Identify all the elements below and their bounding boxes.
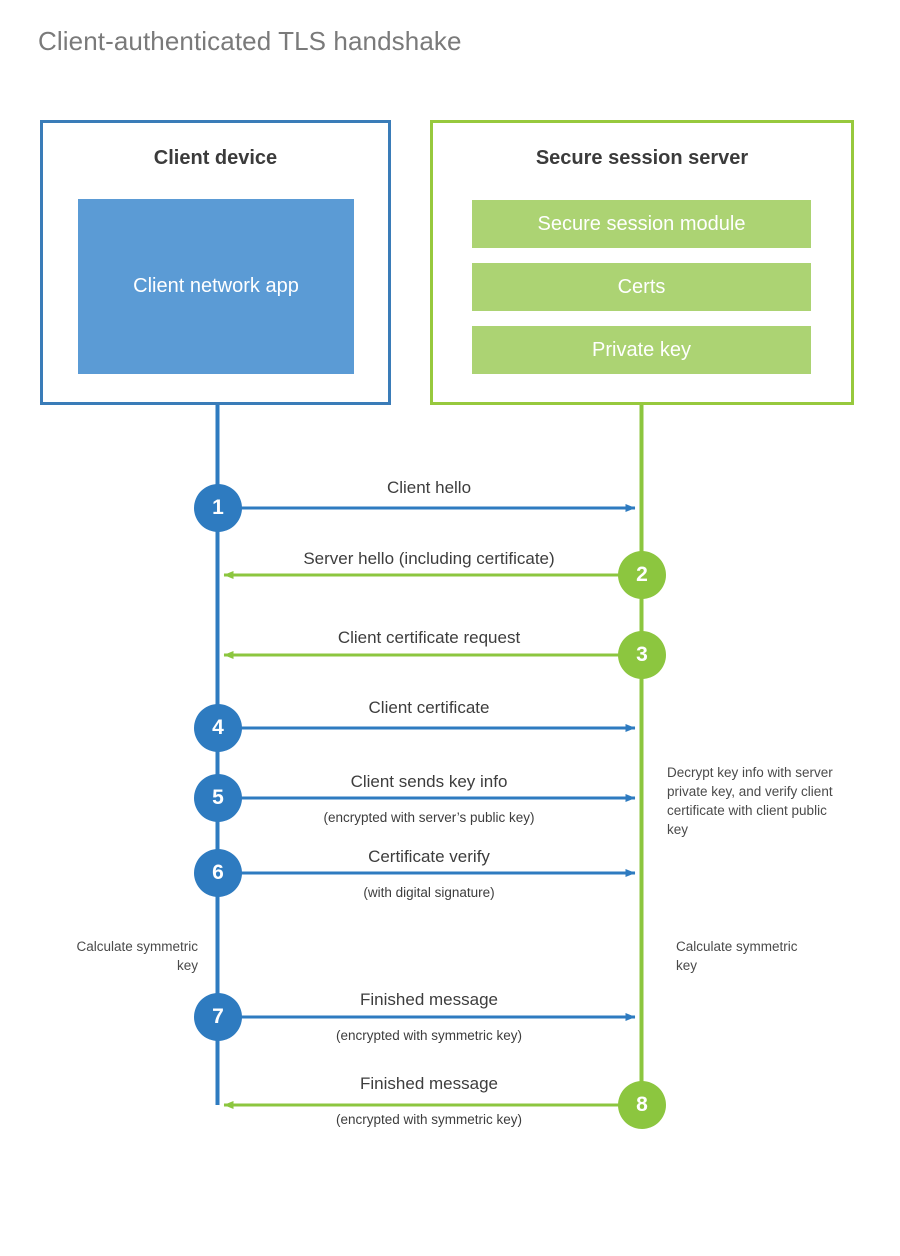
certs-block: Certs <box>472 263 811 311</box>
secure-session-module-block: Secure session module <box>472 200 811 248</box>
step-badge-6[interactable]: 6 <box>194 849 242 897</box>
private-key-block: Private key <box>472 326 811 374</box>
message-sublabel-6: (with digital signature) <box>363 885 495 900</box>
note-server-decrypt: Decrypt key info with server private key… <box>667 765 833 838</box>
message-label-4: Client certificate <box>368 698 490 717</box>
step-badge-1[interactable]: 1 <box>194 484 242 532</box>
client-device-title: Client device <box>153 147 278 169</box>
step-badge-5[interactable]: 5 <box>194 774 242 822</box>
secure-session-server-title: Secure session server <box>535 147 749 169</box>
step-badge-4[interactable]: 4 <box>194 704 242 752</box>
step-badge-8[interactable]: 8 <box>618 1081 666 1129</box>
note-server-calculate-symmetric-key: Calculate symmetric key <box>676 939 798 974</box>
message-label-1: Client hello <box>386 478 472 497</box>
secure-session-server-box: Secure session server Secure session mod… <box>430 120 854 405</box>
message-sublabel-7: (encrypted with symmetric key) <box>335 1028 523 1043</box>
message-label-6: Certificate verify <box>368 847 490 866</box>
step-badge-7[interactable]: 7 <box>194 993 242 1041</box>
client-network-app-block: Client network app <box>78 199 354 374</box>
page-title: Client-authenticated TLS handshake <box>38 26 462 56</box>
step-badge-2[interactable]: 2 <box>618 551 666 599</box>
message-label-8: Finished message <box>360 1074 498 1093</box>
message-label-5: Client sends key info <box>350 772 508 791</box>
message-label-3: Client certificate request <box>337 628 521 647</box>
message-sublabel-8: (encrypted with symmetric key) <box>335 1112 523 1127</box>
step-badge-3[interactable]: 3 <box>618 631 666 679</box>
client-device-box: Client device Client network app <box>40 120 391 405</box>
message-sublabel-5: (encrypted with server’s public key) <box>323 810 535 825</box>
note-client-calculate-symmetric-key: Calculate symmetric key <box>76 939 198 974</box>
message-label-7: Finished message <box>360 990 498 1009</box>
message-label-2: Server hello (including certificate) <box>303 549 555 568</box>
